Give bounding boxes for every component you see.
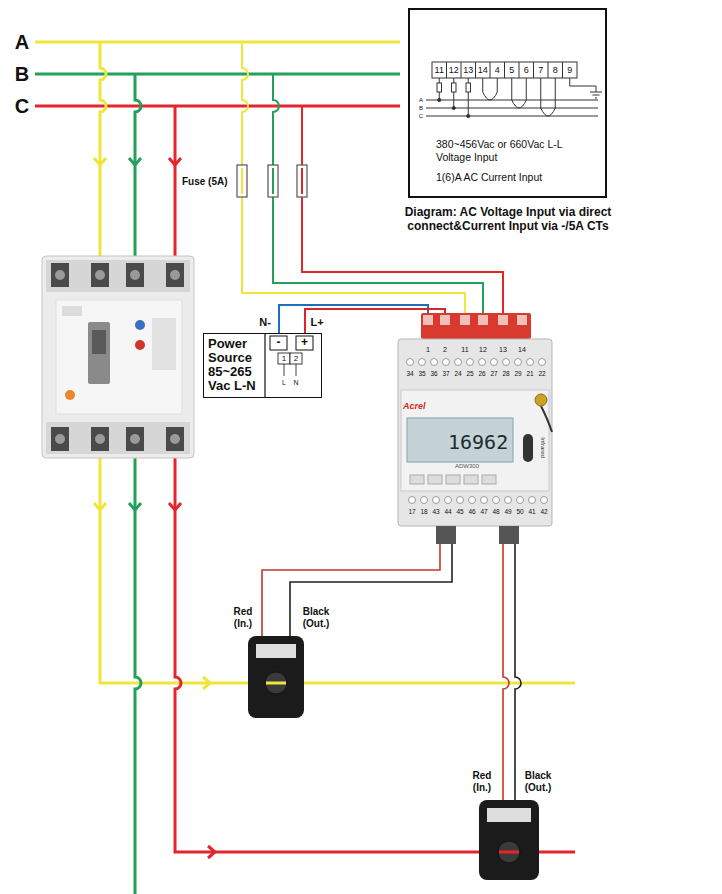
terminal-number: 13 — [499, 346, 507, 354]
terminal-number: 11 — [461, 346, 468, 354]
terminal-number: 2 — [443, 346, 447, 354]
terminal-number: 4 — [495, 65, 500, 75]
polarity-sign: - — [277, 336, 281, 350]
wire-label: Red (In.) — [467, 770, 497, 793]
phase-label: B — [15, 63, 29, 86]
terminal-number: 42 — [540, 508, 547, 515]
power-source-terminals — [203, 333, 322, 398]
fuse-symbol — [237, 165, 307, 197]
inset-schematic — [426, 62, 602, 118]
circuit-breaker — [42, 256, 194, 458]
terminal-number: 35 — [418, 370, 425, 377]
polarity-label: N- — [259, 316, 271, 329]
terminal-number: 43 — [432, 508, 439, 515]
terminal-number: 45 — [456, 508, 463, 515]
terminal-number: 27 — [490, 370, 497, 377]
terminal-number: 29 — [514, 370, 521, 377]
terminal-number: 1 — [282, 354, 286, 363]
terminal-number: 14 — [518, 346, 526, 354]
line-neutral-label: N — [293, 379, 298, 387]
terminal-number: 6 — [524, 65, 529, 75]
terminal-number: 36 — [430, 370, 437, 377]
terminal-number: 28 — [502, 370, 509, 377]
wire-label: Red (In.) — [228, 606, 258, 629]
model-name: ADW300 — [455, 463, 479, 470]
line-neutral-label: L — [282, 379, 286, 387]
terminal-number: 12 — [479, 346, 487, 354]
phase-label: C — [419, 113, 423, 120]
terminal-number: 9 — [567, 65, 572, 75]
terminal-number: 12 — [449, 65, 459, 75]
live-supply-wire — [305, 309, 445, 333]
terminal-number: 46 — [468, 508, 475, 515]
infrared-label: Infrared — [539, 437, 546, 458]
terminal-number: 47 — [480, 508, 487, 515]
power-source-label: Power Source 85~265 Vac L-N — [208, 337, 264, 393]
terminal-number: 8 — [553, 65, 558, 75]
energy-meter: Acrel 16962ADW300 Infrared — [398, 313, 554, 528]
inset-diagram-box: 380~456Vac or 660Vac L-L Voltage Input 1(… — [408, 8, 607, 198]
current-input-note: 1(6)A AC Current Input — [436, 171, 588, 184]
terminal-number: 37 — [442, 370, 449, 377]
wire-label: Black (Out.) — [297, 606, 335, 629]
meter-reading: 16962 — [448, 430, 508, 454]
diagram-caption: Diagram: AC Voltage Input via direct con… — [401, 206, 616, 234]
terminal-number: 2 — [294, 354, 298, 363]
terminal-number: 22 — [538, 370, 545, 377]
bus-bars — [35, 42, 400, 106]
terminal-number: 1 — [426, 346, 430, 354]
terminal-number: 7 — [538, 65, 543, 75]
voltage-input-note: 380~456Vac or 660Vac L-L Voltage Input — [436, 138, 588, 163]
phase-label: B — [419, 105, 423, 112]
terminal-number: 5 — [509, 65, 514, 75]
terminal-number: 17 — [408, 508, 415, 515]
polarity-sign: + — [301, 336, 308, 350]
terminal-number: 11 — [435, 65, 444, 75]
phase-label: A — [15, 31, 29, 54]
current-transformer — [248, 636, 539, 880]
terminal-number: 18 — [420, 508, 427, 515]
brand-logo: Acrel — [403, 401, 426, 412]
terminal-number: 48 — [492, 508, 499, 515]
terminal-number: 24 — [454, 370, 461, 377]
terminal-number: 44 — [444, 508, 451, 515]
terminal-number: 50 — [516, 508, 523, 515]
fuse-label: Fuse (5A) — [182, 176, 228, 188]
polarity-label: L+ — [310, 316, 323, 329]
terminal-number: 13 — [463, 65, 473, 75]
terminal-number: 14 — [478, 65, 488, 75]
terminal-number: 41 — [528, 508, 535, 515]
terminal-number: 21 — [526, 370, 533, 377]
wire-label: Black (Out.) — [519, 770, 557, 793]
terminal-number: 49 — [504, 508, 511, 515]
phase-label: C — [15, 95, 29, 118]
phase-wires — [100, 42, 575, 894]
terminal-number: 26 — [478, 370, 485, 377]
terminal-number: 25 — [466, 370, 473, 377]
terminal-number: 34 — [406, 370, 413, 377]
energy-meter-body — [398, 313, 552, 544]
phase-label: A — [419, 97, 423, 104]
